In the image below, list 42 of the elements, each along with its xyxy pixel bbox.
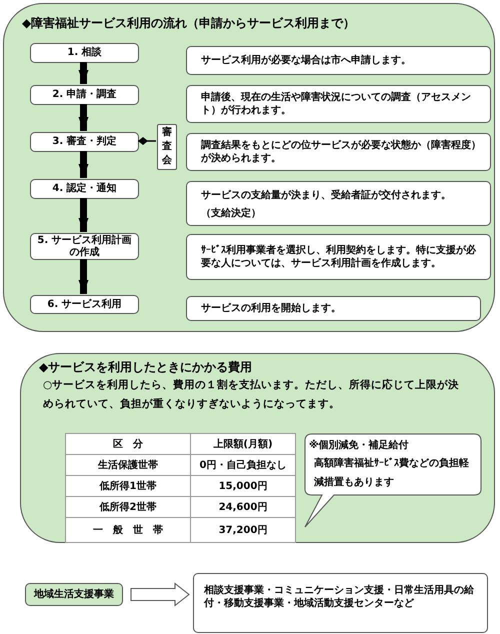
table-cell: 低所得1世帯 bbox=[66, 476, 190, 496]
panel-heading: ◆サービスを利用したときにかかる費用 bbox=[39, 360, 252, 375]
arrow bbox=[78, 151, 88, 178]
committee-box: 審査会 bbox=[157, 124, 177, 170]
table-header-cell: 上限額(月額) bbox=[190, 434, 296, 454]
arrow bbox=[78, 259, 88, 294]
step-box: 4. 認定・通知 bbox=[30, 179, 139, 199]
bubble-text: ※個別減免・補足給付 bbox=[309, 438, 410, 453]
table-cell: 低所得2世帯 bbox=[66, 496, 190, 518]
connector-line bbox=[138, 137, 156, 145]
table-header-cell: 区 分 bbox=[66, 434, 190, 454]
description-text: サービスの支給量が決まり、受給者証が交付されます。 bbox=[201, 188, 451, 202]
description-box bbox=[186, 181, 491, 226]
step-box: 2. 申請・調査 bbox=[30, 85, 139, 105]
table-cell: 37,200円 bbox=[190, 518, 296, 542]
program-box: 地域生活支援事業 bbox=[25, 583, 123, 606]
description-box: ｻｰﾋﾞｽ利用事業者を選択し、利用契約をします。特に支援が必要な人については、サービス利用計画を作成します。 bbox=[186, 234, 491, 280]
panel-heading: ◆障害福祉サービス利用の流れ（申請からサービス利用まで） bbox=[22, 16, 356, 31]
table-cell: 24,600円 bbox=[190, 496, 296, 518]
arrow bbox=[130, 582, 190, 607]
bubble-text: 高額障害福祉ｻｰﾋﾞｽ費などの負担軽減措置もあります bbox=[314, 456, 470, 490]
description-box: 調査結果をもとにどの位サービスが必要な状態か（障害程度）が決められます。 bbox=[186, 133, 491, 171]
table-cell: 0円・自己負担なし bbox=[190, 454, 296, 476]
step-box: 3. 審査・判定 bbox=[30, 132, 139, 152]
description-text: （支給決定） bbox=[201, 206, 261, 220]
table-cell: 一 般 世 帯 bbox=[66, 518, 190, 542]
table-cell: 生活保護世帯 bbox=[66, 454, 190, 476]
note-text: ○サービスを利用したら、費用の１割を支払います。ただし、所得に応じて上限が決められていて、負担が重くなりすぎないようになってます。 bbox=[43, 378, 460, 412]
description-box: サービスの利用を開始します。 bbox=[186, 296, 481, 321]
table-cell: 15,000円 bbox=[190, 476, 296, 496]
step-box: 5. サービス利用計画の作成 bbox=[30, 233, 139, 260]
description-box: 申請後、現在の生活や障害状況についての調査（アセスメント）が行われます。 bbox=[186, 85, 491, 123]
flow-panel bbox=[3, 3, 495, 332]
program-list-box: 相談支援事業・コミュニケーション支援・日常生活用具の給付・移動支援事業・地域活動支援センターなど bbox=[193, 573, 488, 633]
arrow bbox=[78, 62, 88, 84]
arrow bbox=[78, 198, 88, 232]
cost-panel bbox=[20, 353, 495, 543]
speech-bubble bbox=[304, 433, 482, 529]
arrow bbox=[78, 104, 88, 131]
step-box: 6. サービス利用 bbox=[30, 295, 139, 314]
step-box: 1. 相談 bbox=[30, 43, 139, 63]
description-box: サービス利用が必要な場合は市へ申請します。 bbox=[186, 46, 491, 75]
